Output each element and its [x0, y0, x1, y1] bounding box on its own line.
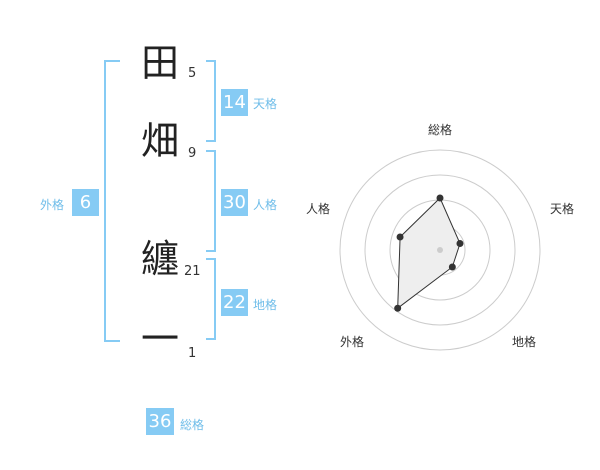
- tenkaku-value: 14: [221, 89, 248, 116]
- gaikaku-bracket: [104, 60, 120, 342]
- gaikaku-value: 6: [72, 189, 99, 216]
- tenkaku-bracket: [206, 60, 216, 142]
- radar-ring-3: [364, 174, 516, 326]
- chikaku-bracket: [206, 258, 216, 340]
- radar-point-2: [456, 240, 464, 248]
- axis-label-tenkaku: 天格: [550, 201, 574, 216]
- axis-label-jinkaku: 人格: [306, 201, 330, 216]
- gaikaku-label: 外格: [40, 198, 65, 212]
- tenkaku-label: 天格: [253, 97, 278, 111]
- radar-point-5: [396, 233, 404, 241]
- radar-point-1: [436, 194, 444, 202]
- soukaku-label: 総格: [180, 418, 205, 432]
- jinkaku-bracket: [206, 150, 216, 252]
- radar-ring-4: [339, 149, 541, 351]
- jinkaku-value: 30: [221, 189, 248, 216]
- char-2: 畑: [140, 119, 179, 163]
- char-3: 纏: [140, 237, 179, 281]
- chikaku-value: 22: [221, 289, 248, 316]
- char-4: 一: [140, 317, 179, 361]
- radar-rings: [339, 149, 541, 351]
- axis-label-chikaku: 地格: [512, 334, 536, 349]
- soukaku-value: 36: [146, 408, 174, 435]
- stroke-count-3: 21: [184, 264, 201, 279]
- stroke-count-1: 5: [188, 66, 197, 81]
- char-1: 田: [140, 41, 179, 85]
- stroke-count-2: 9: [188, 146, 197, 161]
- radar-center-dot: [437, 247, 443, 253]
- radar-point-3: [448, 263, 456, 271]
- axis-label-soukaku: 総格: [428, 122, 452, 137]
- axis-label-gaikaku: 外格: [340, 334, 364, 349]
- stroke-count-4: 1: [188, 346, 197, 361]
- chikaku-label: 地格: [253, 298, 278, 312]
- radar-point-4: [394, 304, 402, 312]
- radar-polygon: [397, 197, 461, 310]
- jinkaku-label: 人格: [253, 198, 278, 212]
